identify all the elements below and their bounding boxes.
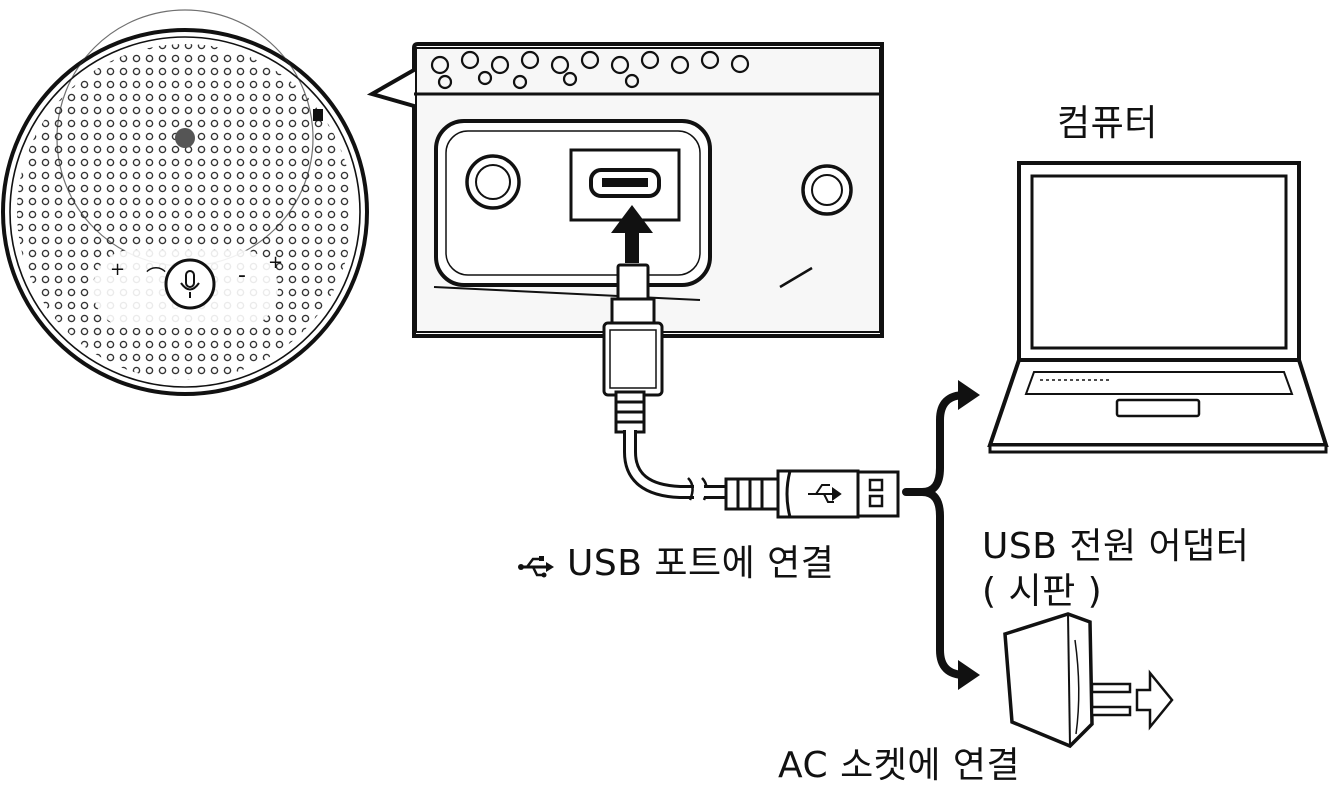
computer-label: 컴퓨터 [1057,103,1158,144]
usb-symbol-icon [518,556,554,578]
destination-bracket [902,391,969,679]
usb-plug-logo-icon [808,484,842,503]
insert-arrow-icon [611,205,653,263]
mute-button-icon [164,258,216,310]
usb-power-adapter-label: USB 전원 어댑터 [982,526,1250,567]
usb-port-label: USB 포트에 연결 [567,543,835,584]
laptop-icon [987,161,1329,454]
usb-port-closeup [366,42,884,338]
svg-text:+: + [110,259,125,280]
svg-text:⌒: ⌒ [146,265,166,289]
ac-socket-label: AC 소켓에 연결 [778,745,1021,786]
speakerphone-device: ⌒ + - + [1,9,369,396]
power-adapter-icon [1003,612,1174,749]
arrow-to-computer-icon [958,380,980,410]
usb-port-icon [569,148,681,222]
svg-text:-: - [238,263,246,288]
usb-cable [602,263,900,519]
svg-text:+: + [268,252,283,273]
plug-direction-arrow-icon [1135,669,1174,731]
usb-power-adapter-note: ( 시판 ) [982,571,1103,612]
arrow-to-adapter-icon [958,660,980,690]
